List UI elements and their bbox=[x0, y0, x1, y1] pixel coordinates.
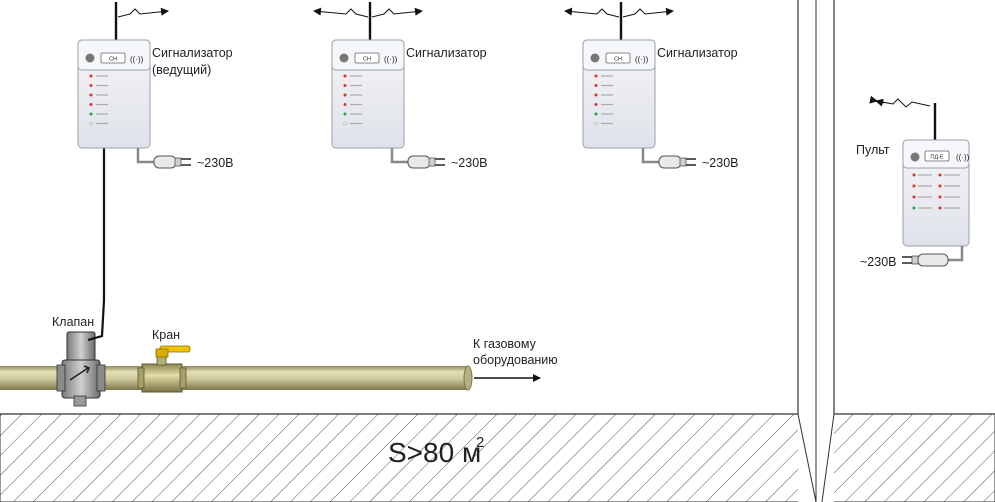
wireless-icon: ((·)) bbox=[130, 55, 144, 64]
ball-tap: Кран bbox=[137, 328, 191, 393]
signalizer-sig3: СН ((·)) ~230В Сигнализатор bbox=[564, 2, 739, 170]
wireless-icon: ((·)) bbox=[635, 55, 649, 64]
remote-indicators bbox=[912, 173, 960, 210]
valve-cable bbox=[87, 148, 106, 342]
device-label: Сигнализатор bbox=[657, 46, 738, 60]
signalizer-sig2: СН ((·)) ~230В Сигнализатор bbox=[313, 2, 488, 170]
indicator-leds bbox=[343, 74, 362, 126]
power-cord bbox=[390, 148, 408, 164]
panel-label: СН bbox=[363, 57, 371, 63]
flow-label-line1: К газовому bbox=[473, 337, 537, 351]
power-label: ~230В bbox=[197, 156, 234, 170]
device-label-role: (ведущий) bbox=[152, 63, 211, 77]
area-text: S>80 м bbox=[388, 437, 481, 468]
power-plug-icon bbox=[153, 155, 191, 169]
device-label: Сигнализатор bbox=[406, 46, 487, 60]
power-plug-icon bbox=[407, 155, 445, 169]
remote-label: Пульт bbox=[856, 143, 890, 157]
wireless-icon: ((·)) bbox=[384, 55, 398, 64]
remote-logo-icon bbox=[910, 152, 920, 162]
remote-power-label: ~230В bbox=[860, 255, 897, 269]
remote-power-cord bbox=[948, 246, 964, 262]
valve-coil bbox=[66, 331, 96, 363]
remote-radio-signal bbox=[869, 95, 931, 108]
flow-direction: К газовому оборудованию bbox=[473, 337, 558, 382]
floor bbox=[0, 413, 995, 502]
power-label: ~230В bbox=[702, 156, 739, 170]
wall bbox=[797, 0, 835, 502]
power-plug-icon bbox=[658, 155, 696, 169]
floor-hatch-room2 bbox=[831, 413, 995, 502]
remote-panel-label: ПД-Е bbox=[930, 155, 944, 161]
power-label: ~230В bbox=[451, 156, 488, 170]
signalizer-devices: СН ((·)) ~230В Сигнализатор (ведущий) СН ((·))… bbox=[77, 2, 739, 170]
indicator-leds bbox=[594, 74, 613, 126]
valve-body bbox=[61, 359, 101, 399]
panel-label: СН bbox=[109, 57, 117, 63]
indicator-leds bbox=[89, 74, 108, 126]
valve-label: Клапан bbox=[52, 315, 94, 329]
radio-signal-icon bbox=[564, 7, 674, 18]
radio-signal-icon bbox=[117, 7, 169, 18]
pipe-end bbox=[463, 365, 473, 391]
area-exponent: 2 bbox=[476, 434, 484, 451]
tap-body bbox=[141, 363, 183, 393]
signalizer-master: СН ((·)) ~230В Сигнализатор (ведущий) bbox=[77, 2, 234, 170]
tap-label: Кран bbox=[152, 328, 180, 342]
floor-area-label: S>80 м 2 bbox=[388, 434, 484, 468]
panel-label: СН bbox=[614, 57, 622, 63]
flow-label-line2: оборудованию bbox=[473, 353, 558, 367]
floor-hatch-main bbox=[0, 413, 801, 502]
remote-panel: ПД-Е ((·)) Пульт ~230В bbox=[856, 95, 970, 269]
device-label: Сигнализатор bbox=[152, 46, 233, 60]
solenoid-valve: Клапан bbox=[52, 315, 106, 407]
logo-icon bbox=[85, 53, 95, 63]
power-cord bbox=[136, 148, 154, 164]
logo-icon bbox=[590, 53, 600, 63]
remote-power-plug-icon bbox=[902, 253, 949, 267]
logo-icon bbox=[339, 53, 349, 63]
power-cord bbox=[641, 148, 659, 164]
remote-wireless-icon: ((·)) bbox=[956, 153, 970, 162]
radio-signal-icon bbox=[313, 7, 423, 18]
